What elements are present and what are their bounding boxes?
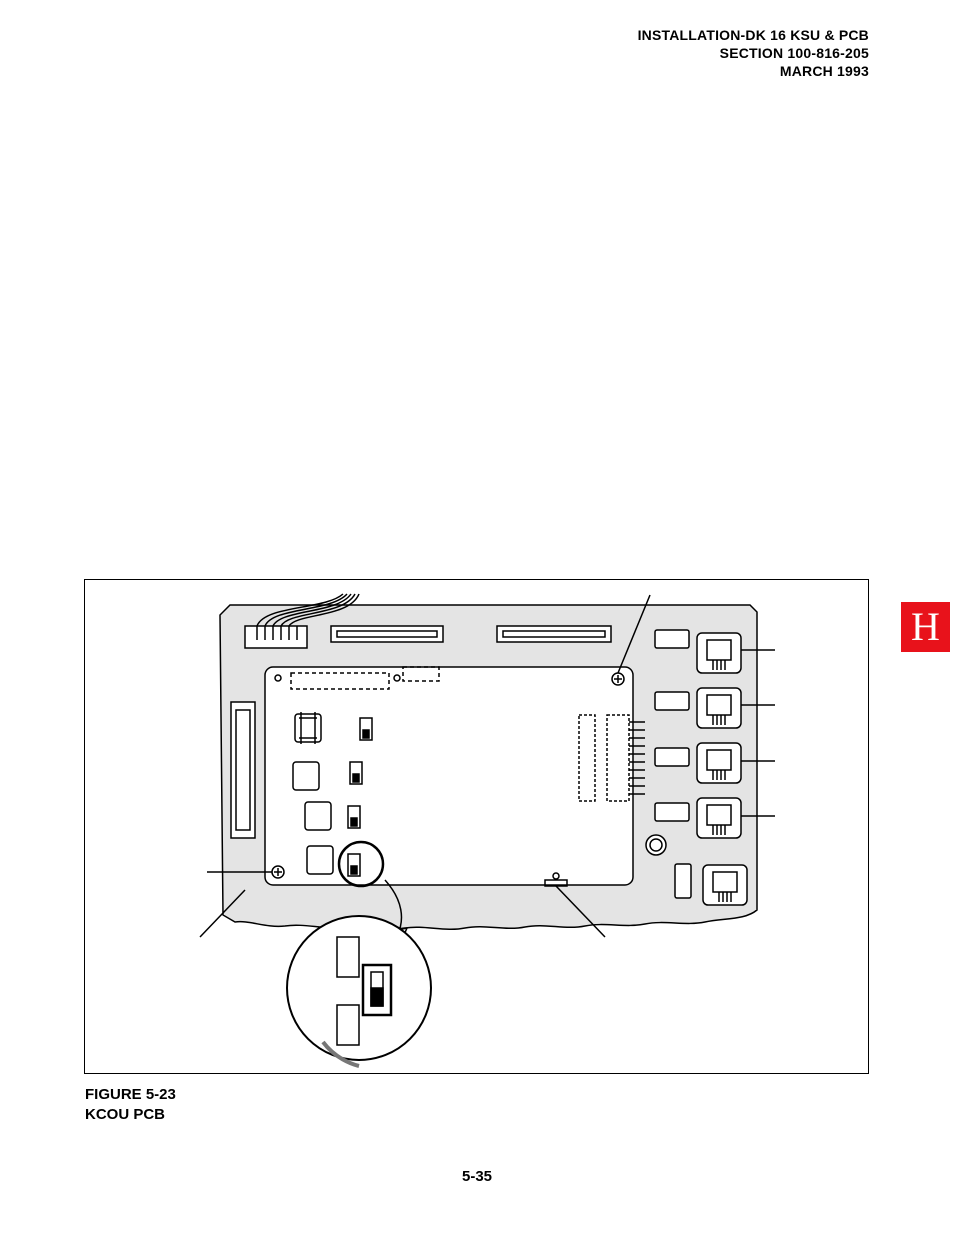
leader-line-screw (617, 594, 651, 674)
daughter-board (264, 666, 634, 886)
page-header: INSTALLATION-DK 16 KSU & PCB SECTION 100… (638, 26, 869, 80)
figure-title: KCOU PCB (85, 1106, 166, 1123)
modular-jack-1 (696, 632, 742, 674)
section-tab: H (901, 602, 950, 652)
header-date: MARCH 1993 (779, 63, 869, 79)
edge-connector-2 (496, 625, 612, 643)
modular-jack-4 (696, 797, 742, 839)
modular-jack-2 (696, 687, 742, 729)
ribbon-cable (256, 593, 360, 627)
left-connector (230, 701, 256, 839)
modular-jack-5 (702, 864, 748, 906)
ribbon-connector (244, 625, 308, 649)
header-section: SECTION 100-816-205 (719, 45, 869, 61)
figure-caption: FIGURE 5-23 KCOU PCB (85, 1085, 176, 1125)
magnified-switch-view (286, 915, 432, 1061)
leader-line-led (555, 885, 606, 938)
edge-connector-1 (330, 625, 444, 643)
potentiometer (645, 834, 667, 856)
page-number: 5-35 (461, 1168, 493, 1185)
figure-number: FIGURE 5-23 (85, 1086, 176, 1103)
switch-highlight-circle (337, 840, 385, 888)
modular-jack-3 (696, 742, 742, 784)
leader-line-board (199, 889, 246, 938)
header-title: INSTALLATION-DK 16 KSU & PCB (637, 27, 869, 43)
kcou-pcb-illustration (199, 593, 775, 1068)
figure-frame (84, 579, 869, 1074)
